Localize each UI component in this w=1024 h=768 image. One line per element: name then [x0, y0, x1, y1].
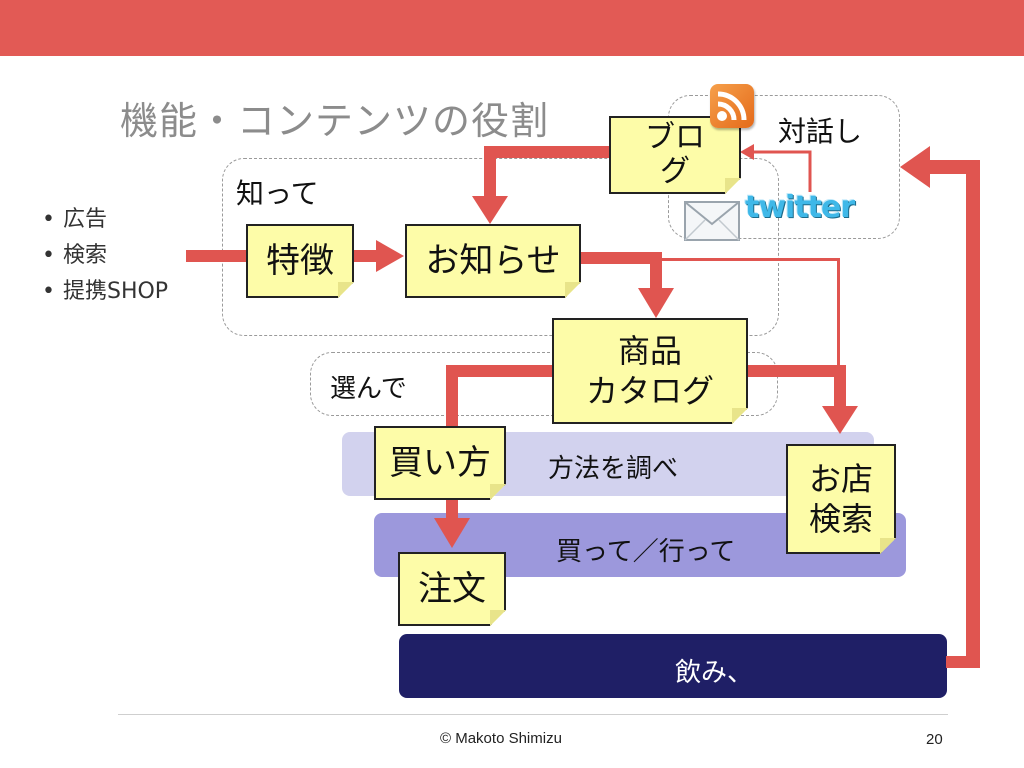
arrow-catalog-store-head: [822, 406, 858, 434]
arrow-news-store-thin-drop: [837, 258, 840, 370]
arrow-howto-order: [446, 496, 458, 522]
arrow-news-catalog-drop: [650, 252, 662, 292]
bullet-item: 検索: [42, 238, 168, 274]
arrow-loop-in: [926, 160, 980, 174]
group-dialogue-label: 対話し: [778, 115, 863, 148]
arrow-blog-news-head: [472, 196, 508, 224]
copyright-text: © Makoto Shimizu: [440, 730, 562, 747]
band-drink: 飲み、: [399, 634, 947, 698]
band-drink-label: 飲み、: [675, 658, 754, 688]
bullet-item: 提携SHOP: [42, 274, 168, 310]
group-know-label: 知って: [236, 177, 319, 210]
arrow-blog-news-drop: [484, 146, 496, 202]
note-news: お知らせ: [405, 224, 581, 298]
note-blog: ブロ グ: [609, 116, 741, 194]
arrow-twitter-blog-head: [740, 144, 754, 160]
arrow-features-news: [350, 250, 380, 262]
header-bar: [0, 0, 1024, 56]
arrow-loop-head: [900, 146, 930, 188]
band-buy-label: 買って／行って: [556, 537, 736, 567]
footer-divider: [118, 714, 948, 715]
arrow-blog-news: [484, 146, 610, 158]
group-choose-label: 選んで: [330, 374, 407, 404]
arrow-news-catalog-head: [638, 288, 674, 318]
bullet-item: 広告: [42, 202, 168, 238]
arrow-loop-up: [966, 160, 980, 668]
note-catalog: 商品 カタログ: [552, 318, 748, 424]
rss-icon: [710, 84, 754, 128]
slide-title: 機能・コンテンツの役割: [120, 99, 550, 143]
note-order: 注文: [398, 552, 506, 626]
note-how-to-buy: 買い方: [374, 426, 506, 500]
mail-icon: [683, 198, 741, 244]
group-know-box: [222, 158, 779, 336]
arrow-twitter-blog: [750, 150, 812, 192]
arrow-catalog-howto: [446, 365, 554, 377]
arrow-features-news-head: [376, 240, 404, 272]
arrow-howto-order-head: [434, 518, 470, 548]
arrow-catalog-store: [746, 365, 846, 377]
arrow-catalog-howto-drop: [446, 365, 458, 427]
bullet-list: 広告 検索 提携SHOP: [42, 202, 168, 310]
note-store-search: お店 検索: [786, 444, 896, 554]
twitter-logo: twitter: [745, 190, 855, 225]
note-features: 特徴: [246, 224, 354, 298]
group-choose-box: [310, 352, 778, 416]
band-research-label: 方法を調べ: [548, 454, 679, 484]
arrow-entry: [186, 250, 248, 262]
page-number: 20: [926, 731, 943, 748]
arrow-catalog-store-drop: [834, 365, 846, 411]
arrow-news-store-thin: [578, 258, 840, 261]
